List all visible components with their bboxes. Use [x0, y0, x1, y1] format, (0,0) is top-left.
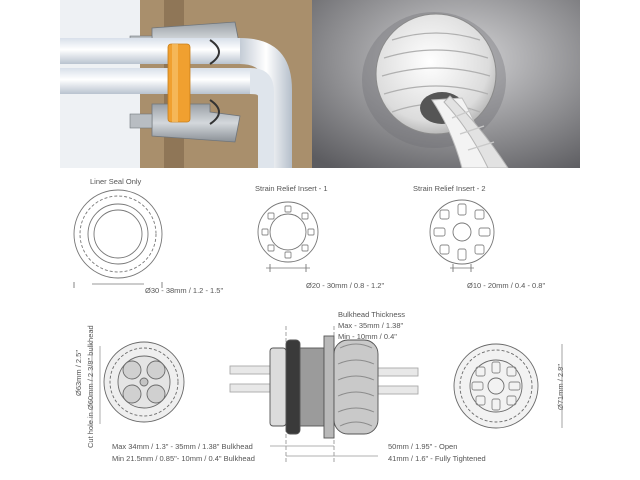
dim-strain-relief-2: Ø10 - 20mm / 0.4 - 0.8" — [467, 281, 546, 290]
dim-liner-seal: Ø30 - 38mm / 1.2 - 1.5" — [145, 286, 224, 295]
label-strain-relief-1: Strain Relief Insert - 1 — [255, 184, 328, 193]
bulkhead-thickness-max: Max - 35mm / 1.38" — [338, 321, 404, 330]
cutaway-photo — [60, 0, 312, 168]
rear-view-grommet — [453, 343, 563, 429]
length-open: 50mm / 1.95" - Open — [388, 442, 458, 451]
strain-relief-1-drawing — [257, 201, 319, 272]
length-fully-tightened: 41mm / 1.6" - Fully Tightened — [388, 454, 486, 463]
row1-drawings — [73, 189, 495, 288]
label-strain-relief-2: Strain Relief Insert - 2 — [413, 184, 486, 193]
side-view-grommet — [229, 326, 419, 464]
liner-seal-drawing — [73, 189, 163, 288]
label-liner-seal-only: Liner Seal Only — [90, 177, 142, 186]
grommet-photo — [312, 0, 580, 168]
bulkhead-min-range: Min 21.5mm / 0.85"- 10mm / 0.4" Bulkhead — [112, 454, 255, 463]
bulkhead-thickness-title: Bulkhead Thickness — [338, 310, 405, 319]
strain-relief-2-drawing — [429, 199, 495, 272]
dim-strain-relief-1: Ø20 - 30mm / 0.8 - 1.2" — [306, 281, 385, 290]
bulkhead-max-range: Max 34mm / 1.3" - 35mm / 1.38" Bulkhead — [112, 442, 253, 451]
grommet-photo-graphic — [312, 0, 580, 168]
row2-drawings — [91, 326, 563, 464]
bulkhead-thickness-min: Min - 10mm / 0.4" — [338, 332, 397, 341]
cutaway-photo-graphic — [60, 0, 312, 168]
front-view-four-hole — [103, 341, 185, 423]
